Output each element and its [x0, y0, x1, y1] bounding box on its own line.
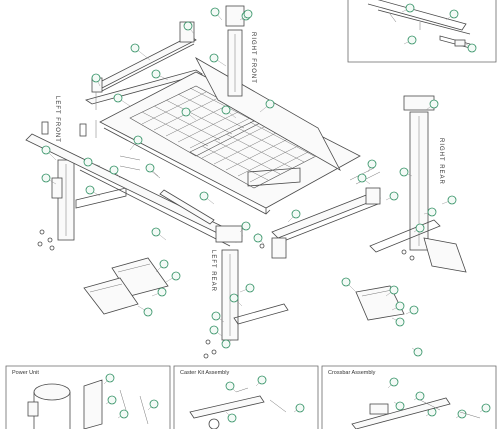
callout-bubble	[145, 163, 155, 173]
callout-bubble	[395, 301, 405, 311]
callout-bubble	[427, 207, 437, 217]
label-left-rear: LEFT REAR	[210, 250, 216, 292]
callout-bubble	[91, 73, 101, 83]
callout-bubble	[41, 173, 51, 183]
label-left-front: LEFT FRONT	[54, 96, 60, 143]
callout-bubble	[151, 227, 161, 237]
callout-bubble	[265, 99, 275, 109]
callout-bubble	[221, 339, 231, 349]
callout-bubble	[221, 105, 231, 115]
callout-bubble	[227, 413, 237, 423]
callout-bubble	[159, 259, 169, 269]
inset-title-crossbar: Crossbar Assembly	[328, 370, 376, 376]
callout-bubbles	[41, 3, 491, 423]
callout-bubble	[210, 7, 220, 17]
callout-bubble	[245, 283, 255, 293]
callout-bubble	[119, 409, 129, 419]
inset-title-caster-kit: Caster Kit Assembly	[180, 370, 229, 376]
callout-bubble	[405, 3, 415, 13]
callout-bubble	[357, 173, 367, 183]
callout-bubble	[457, 409, 467, 419]
callout-bubble	[389, 285, 399, 295]
callout-bubble	[113, 93, 123, 103]
callout-bubble	[449, 9, 459, 19]
callout-bubble	[209, 325, 219, 335]
callout-bubble	[467, 43, 477, 53]
callout-bubble	[105, 373, 115, 383]
callout-bubble	[133, 135, 143, 145]
callout-bubble	[413, 347, 423, 357]
post-right-rear: RIGHT REAR	[369, 95, 467, 273]
inset-caster-kit: Caster Kit Assembly	[173, 365, 319, 429]
callout-bubble	[241, 221, 251, 231]
callout-bubble	[109, 165, 119, 175]
callout-bubble	[130, 43, 140, 53]
label-right-front: RIGHT FRONT	[250, 32, 256, 84]
callout-bubble	[389, 377, 399, 387]
callout-bubble	[291, 209, 301, 219]
callout-bubble	[171, 271, 181, 281]
callout-bubble	[415, 223, 425, 233]
callout-bubble	[41, 145, 51, 155]
post-right-front: RIGHT FRONT	[225, 5, 256, 97]
callout-bubble	[209, 53, 219, 63]
callout-bubble	[181, 107, 191, 117]
callout-bubble	[341, 277, 351, 287]
label-right-rear: RIGHT REAR	[438, 138, 444, 185]
callout-bubble	[83, 157, 93, 167]
callout-bubble	[225, 381, 235, 391]
callout-bubble	[85, 185, 95, 195]
callout-bubble	[229, 293, 239, 303]
callout-bubble	[199, 191, 209, 201]
callout-bubble	[211, 311, 221, 321]
post-left-rear: LEFT REAR	[210, 225, 289, 341]
callout-bubble	[367, 159, 377, 169]
callout-bubble	[447, 195, 457, 205]
callout-bubble	[429, 99, 439, 109]
callout-bubble	[389, 191, 399, 201]
callout-bubble	[243, 9, 253, 19]
callout-bubble	[143, 307, 153, 317]
callout-bubble	[395, 401, 405, 411]
inset-power-unit: Power Unit	[5, 365, 171, 429]
callout-bubble	[395, 317, 405, 327]
callout-bubble	[295, 403, 305, 413]
callout-bubble	[409, 305, 419, 315]
callout-bubble	[157, 287, 167, 297]
callout-bubble	[399, 167, 409, 177]
callout-bubble	[151, 69, 161, 79]
post-left-front: LEFT FRONT	[51, 96, 127, 241]
callout-bubble	[107, 395, 117, 405]
inset-crossbar: Crossbar Assembly	[321, 365, 497, 429]
approach-ramps	[83, 257, 405, 321]
detail-inset-top-right	[347, 0, 497, 63]
callout-bubble	[183, 21, 193, 31]
callout-bubble	[149, 399, 159, 409]
rear-crossbar	[271, 167, 381, 259]
callout-bubble	[253, 233, 263, 243]
callout-bubble	[407, 35, 417, 45]
callout-bubble	[257, 375, 267, 385]
inset-title-power-unit: Power Unit	[12, 370, 39, 376]
callout-bubble	[415, 391, 425, 401]
callout-bubble	[481, 403, 491, 413]
